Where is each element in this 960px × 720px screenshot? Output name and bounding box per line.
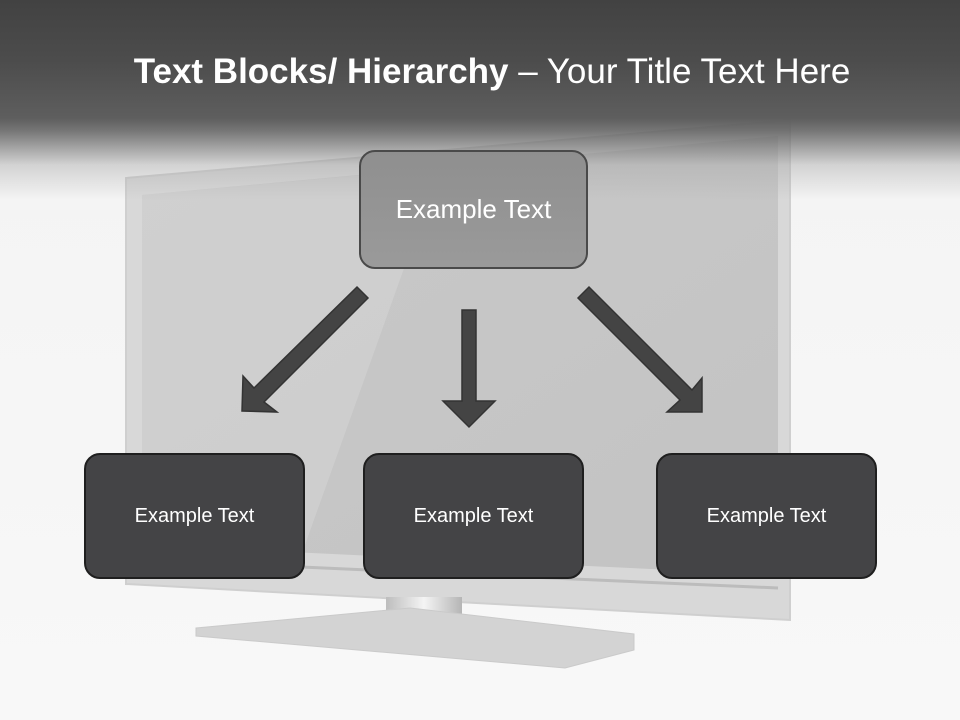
child-box-center: Example Text (363, 453, 584, 579)
slide-title: Text Blocks/ Hierarchy – Your Title Text… (0, 52, 960, 92)
arrow-center (441, 309, 497, 429)
child-box-right: Example Text (656, 453, 877, 579)
title-rest: – Your Title Text Here (508, 52, 851, 91)
root-label: Example Text (395, 194, 552, 224)
child-label-center: Example Text (413, 504, 534, 527)
child-label-right: Example Text (706, 504, 827, 527)
arrow-right (576, 285, 703, 413)
root-box: Example Text (359, 150, 588, 269)
child-box-left: Example Text (84, 453, 305, 579)
child-label-left: Example Text (134, 504, 255, 527)
arrow-left (241, 285, 370, 413)
title-bold: Text Blocks/ Hierarchy (133, 52, 509, 91)
monitor-base (195, 607, 635, 669)
